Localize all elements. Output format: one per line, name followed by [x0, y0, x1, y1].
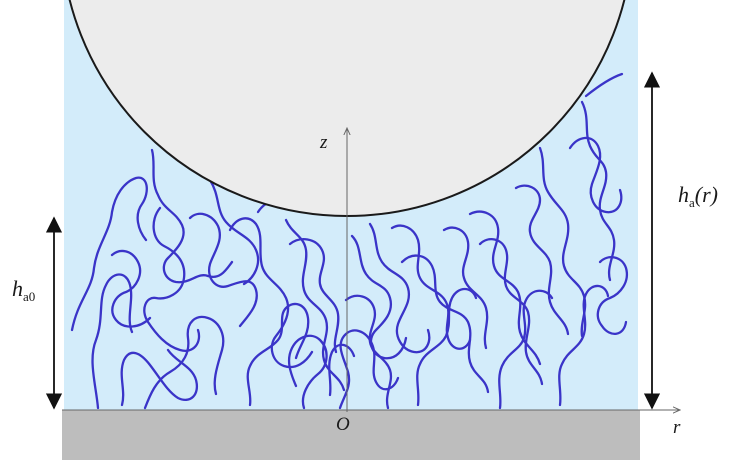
polymer-chain: [143, 206, 201, 352]
polymer-chain: [246, 302, 310, 407]
h-ar-argument: (r): [695, 182, 718, 207]
polymer-chain: [328, 343, 356, 397]
h-ar-subscript: a: [689, 195, 695, 210]
polymer-chain: [568, 136, 623, 214]
substrate: [62, 410, 640, 460]
polymer-brush: [70, 72, 629, 410]
polymer-chain: [287, 334, 328, 410]
polymer-chain: [288, 238, 340, 354]
polymer-chain: [478, 238, 544, 386]
h-a0-main: h: [12, 276, 23, 301]
polymer-chain: [416, 287, 478, 407]
polymer-chain: [498, 289, 554, 410]
origin-label: O: [336, 414, 350, 435]
polymer-chain: [368, 222, 431, 354]
polymer-chain: [442, 226, 489, 350]
z-axis-label: z: [319, 132, 328, 153]
polymer-chain: [208, 178, 260, 286]
polymer-chain: [120, 348, 199, 407]
polymer-chain: [580, 100, 616, 282]
polymer-chain: [338, 329, 400, 410]
h-ar-label: ha(r): [678, 182, 718, 210]
polymer-chain: [584, 72, 624, 98]
polymer-chain: [390, 224, 472, 350]
h-a0-label: ha0: [12, 276, 35, 304]
polymer-chain: [143, 315, 225, 410]
polymer-chain: [228, 217, 314, 369]
polymer-chain: [344, 294, 393, 410]
polymer-chain: [558, 284, 610, 407]
polymer-chain: [596, 256, 629, 335]
polymer-chain: [400, 254, 490, 394]
h-a0-subscript: a0: [23, 289, 35, 304]
polymer-chain: [91, 273, 134, 410]
r-axis-label: r: [673, 417, 681, 438]
polymer-chain: [110, 249, 152, 328]
polymer-chain: [188, 212, 258, 328]
polymer-chain: [150, 148, 234, 284]
polymer-chain: [350, 234, 408, 360]
h-ar-main: h: [678, 182, 689, 207]
polymer-chain: [514, 184, 570, 336]
polymer-chain: [70, 176, 148, 332]
